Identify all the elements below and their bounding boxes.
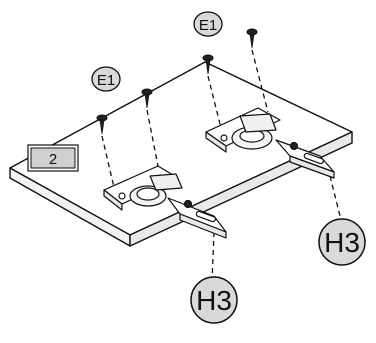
screw-icon (202, 54, 214, 75)
guide-lines (101, 49, 341, 283)
screw-icon (141, 88, 153, 109)
svg-text:E1: E1 (199, 17, 217, 34)
screw-icon (96, 114, 108, 135)
hinge-right (205, 107, 335, 179)
step-number-text: 2 (49, 151, 57, 168)
hinge-callout-h3-left: H3 (190, 276, 238, 324)
svg-text:H3: H3 (324, 227, 360, 258)
screw-callout-e1-right: E1 (193, 11, 223, 37)
screw-icon (246, 28, 258, 49)
hinge-left (103, 165, 227, 239)
step-number-box: 2 (27, 144, 79, 172)
svg-text:H3: H3 (196, 285, 232, 316)
hinge-callout-h3-right: H3 (318, 218, 366, 266)
svg-text:E1: E1 (97, 72, 115, 89)
screw-callout-e1-left: E1 (91, 66, 121, 92)
